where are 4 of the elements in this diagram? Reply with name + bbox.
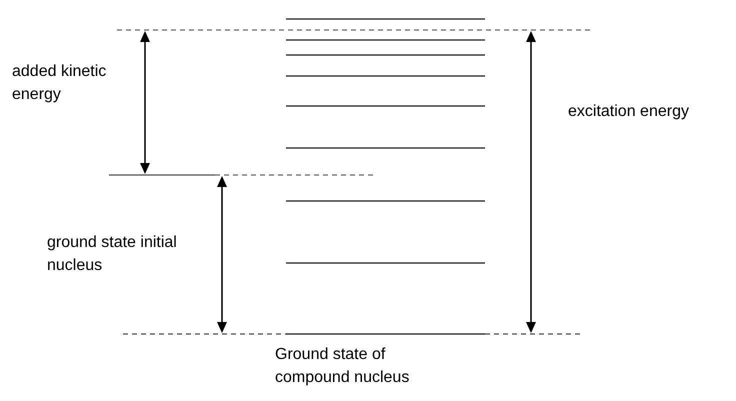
label-text: Ground state of compound nucleus bbox=[275, 345, 410, 388]
label-text: ground state initial nucleus bbox=[47, 233, 177, 276]
label-text: excitation energy bbox=[568, 102, 690, 122]
label-text: added kinetic energy bbox=[12, 62, 108, 105]
